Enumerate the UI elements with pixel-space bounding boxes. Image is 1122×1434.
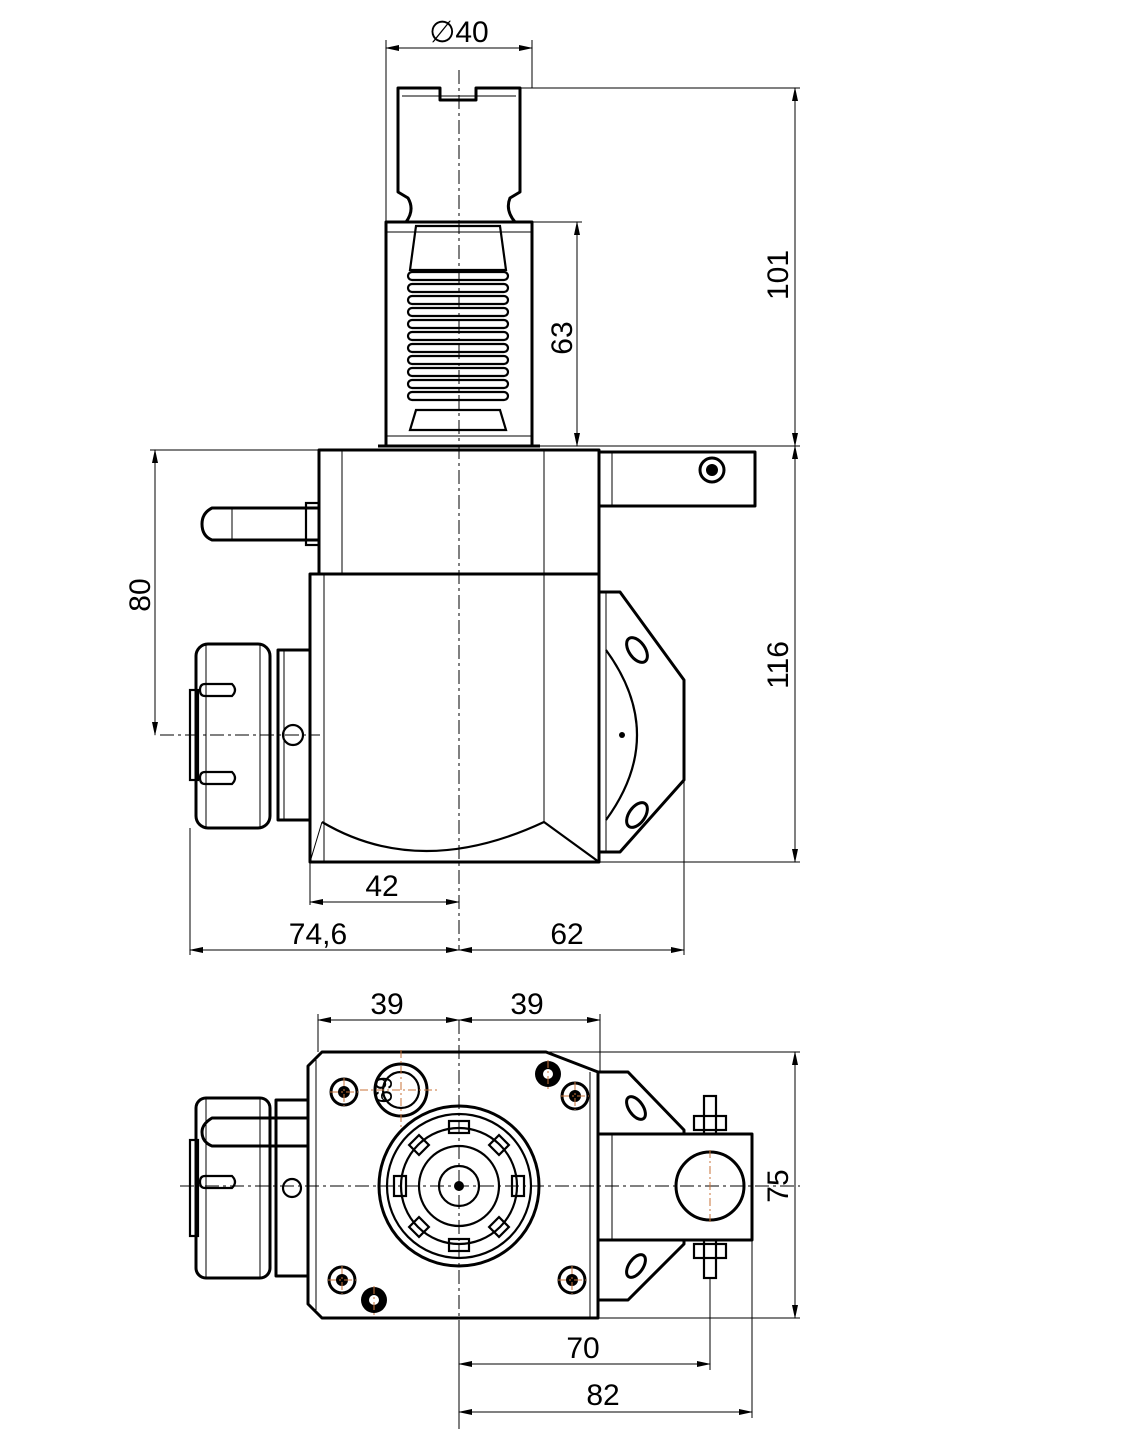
bottom-dimension-labels: 39 39 75 70 82 <box>370 988 795 1412</box>
dim-overall-length: 82 <box>586 1379 619 1412</box>
collet-nut <box>188 642 312 830</box>
side-view: ∅40 101 63 80 116 42 74,6 62 <box>124 16 800 955</box>
dim-right-half-width: 39 <box>510 988 543 1021</box>
dim-mount-width: 75 <box>762 1169 795 1202</box>
thread-lines <box>406 270 510 402</box>
dim-spindle-center-height: 80 <box>124 578 157 611</box>
hole-centerlines <box>328 1050 711 1318</box>
extension-lines <box>150 40 800 955</box>
dim-left-offset: 42 <box>365 870 398 903</box>
threaded-shank <box>378 220 540 448</box>
bottom-collet-nut <box>188 1096 310 1280</box>
dim-left-half-width: 39 <box>370 988 403 1021</box>
upper-body <box>200 448 757 576</box>
dim-shank-length: 63 <box>546 321 579 354</box>
dim-clamp-distance: 70 <box>566 1332 599 1365</box>
dim-body-height: 116 <box>762 641 795 689</box>
dim-shank-diameter: ∅40 <box>429 16 489 49</box>
lower-body <box>308 572 686 864</box>
bottom-dimension-lines <box>317 1017 798 1415</box>
bottom-view: 69 <box>180 988 800 1434</box>
side-dimension-labels: ∅40 101 63 80 116 42 74,6 62 <box>124 16 795 951</box>
dim-overall-height: 101 <box>762 250 795 300</box>
bottom-extension-lines <box>317 1014 800 1434</box>
dim-right-reach: 62 <box>550 918 583 951</box>
dim-collet-reach: 74,6 <box>289 918 347 951</box>
dimension-lines <box>152 45 798 953</box>
